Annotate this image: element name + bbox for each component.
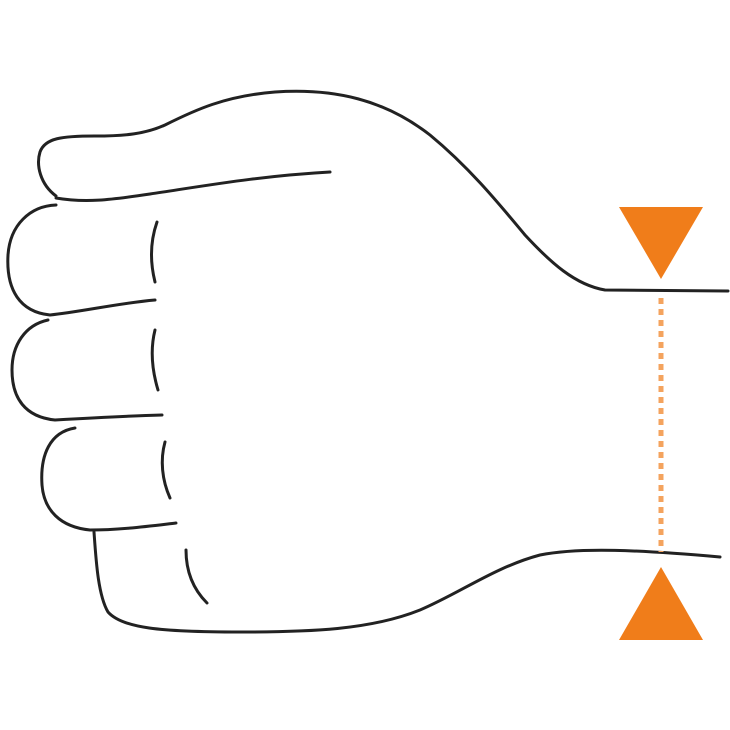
finger-middle <box>10 318 164 422</box>
knuckle-line <box>54 170 332 202</box>
crease-index <box>150 220 159 284</box>
finger-ring <box>40 426 178 532</box>
hand-top-contour <box>37 89 730 293</box>
hand-outline-icon <box>6 89 730 634</box>
hand-bottom-contour <box>92 530 722 634</box>
crease-ring <box>160 440 172 500</box>
crease-palm <box>184 548 209 605</box>
arrow-down-icon <box>619 207 703 279</box>
arrow-up-icon <box>619 567 703 640</box>
wrist-measurement-indicator <box>619 207 703 640</box>
crease-middle <box>150 328 160 392</box>
finger-index <box>6 203 157 317</box>
